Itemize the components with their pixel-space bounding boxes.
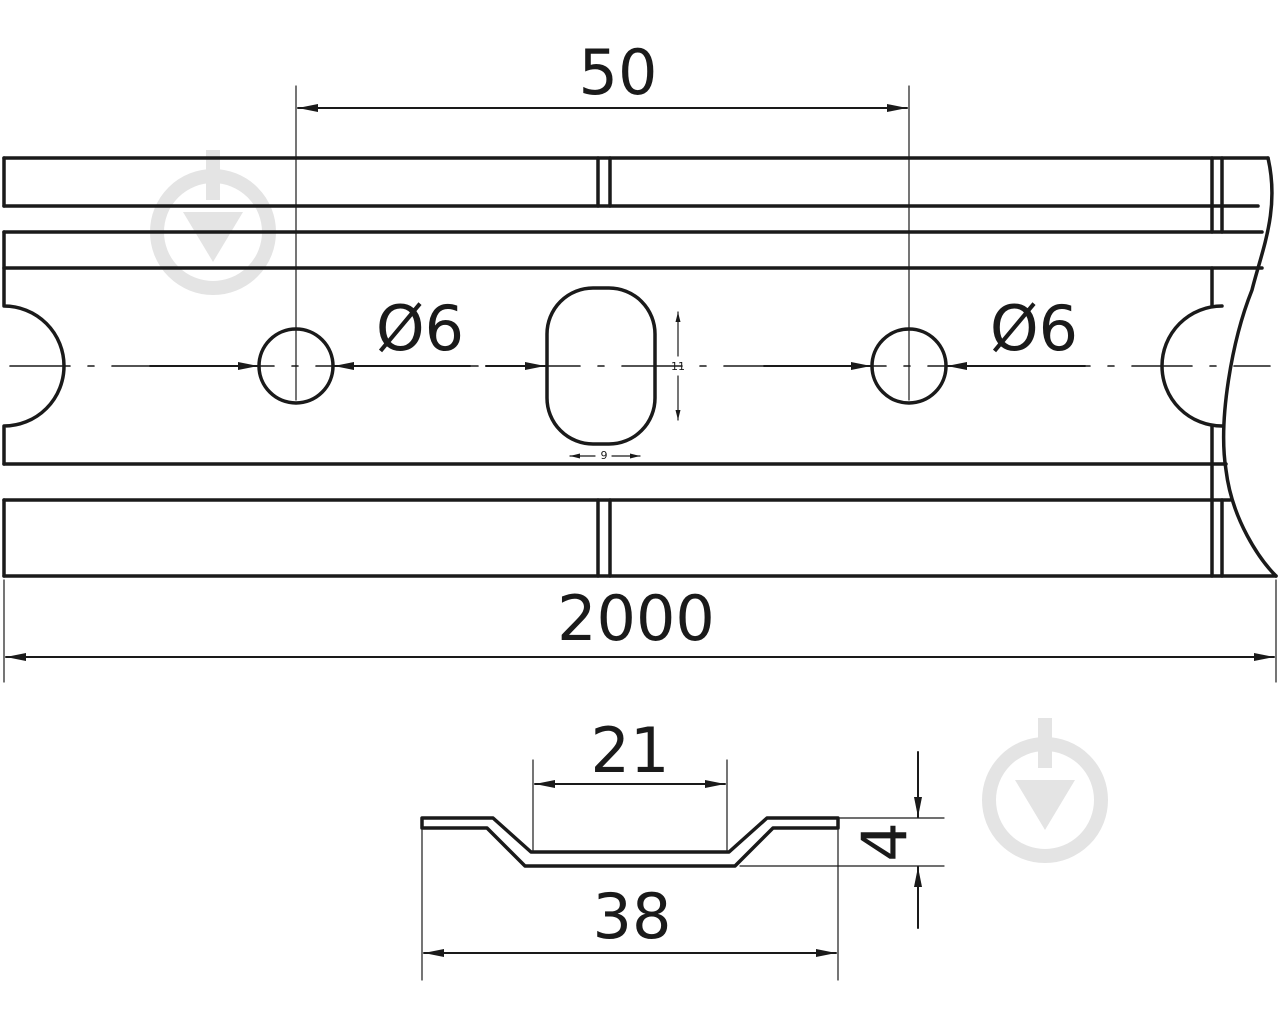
dim-hole-spacing-label: 50 [579,36,658,109]
oval-slot [545,286,657,446]
dimension-4: 4 [739,751,945,929]
dim-slot-width-label: 9 [601,449,608,462]
dimension-diameter-left: Ø6 [149,292,471,370]
watermark-right-icon [982,718,1108,863]
dimension-diameter-right: Ø6 [763,292,1086,370]
dimension-21: 21 [532,714,728,851]
dimension-slot: 11 9 [569,311,685,462]
rail-top-view [2,156,1278,578]
rail-section-view [420,816,840,868]
dim-total-length-label: 2000 [557,582,715,655]
dimension-2000: 2000 [3,579,1277,683]
dimension-50: 50 [295,36,910,401]
dim-hole-left-label: Ø6 [376,292,464,365]
dim-hole-right-label: Ø6 [990,292,1078,365]
dim-channel-width-label: 21 [591,714,670,787]
dim-total-width-label: 38 [593,880,672,953]
dimension-38: 38 [421,829,839,981]
dim-slot-height-label: 11 [671,360,685,373]
dim-depth-label: 4 [848,822,921,861]
